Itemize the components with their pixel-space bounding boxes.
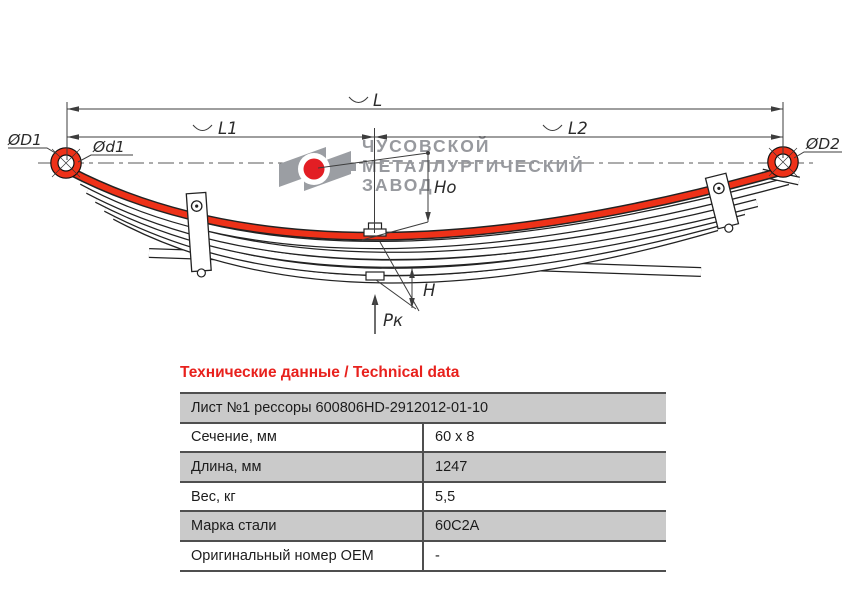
tech-data-table: Лист №1 рессоры 600806HD-2912012-01-10 С… — [180, 392, 666, 572]
table-row: Вес, кг 5,5 — [180, 480, 666, 512]
clamp-rear — [704, 172, 740, 233]
label-load-force: Рк — [383, 311, 403, 330]
factory-logo: ЧУСОВСКОЙ МЕТАЛЛУРГИЧЕСКИЙ ЗАВОД — [279, 135, 585, 195]
tech-data-title: Технические данные / Technical data — [180, 364, 460, 381]
table-row: Оригинальный номер OEM - — [180, 539, 666, 572]
row-value: 60 x 8 — [422, 421, 666, 453]
label-rear-length: L2 — [568, 119, 588, 138]
label-rear-eye-outer: ØD2 — [805, 135, 840, 153]
clamp-front — [185, 191, 212, 278]
row-label: Марка стали — [180, 510, 423, 541]
row-value: 5,5 — [422, 480, 666, 512]
table-row: Длина, мм 1247 — [180, 451, 666, 482]
logo-text-line3: ЗАВОД — [362, 175, 434, 195]
label-front-eye-inner: Ød1 — [92, 138, 125, 156]
row-label: Оригинальный номер OEM — [180, 539, 423, 572]
dimension-arrows — [67, 106, 783, 308]
table-row: Сечение, мм 60 x 8 — [180, 421, 666, 453]
row-value: 60С2А — [422, 510, 666, 541]
row-label: Вес, кг — [180, 480, 423, 512]
label-free-camber: Ho — [434, 178, 457, 197]
item-name-cell: Лист №1 рессоры 600806HD-2912012-01-10 — [180, 392, 666, 423]
row-value: - — [422, 539, 666, 572]
logo-text-line1: ЧУСОВСКОЙ — [362, 135, 490, 156]
spring-technical-drawing: ЧУСОВСКОЙ МЕТАЛЛУРГИЧЕСКИЙ ЗАВОД — [7, 91, 842, 334]
table-row: Марка стали 60С2А — [180, 510, 666, 541]
row-label: Сечение, мм — [180, 421, 423, 453]
label-overall-length: L — [373, 91, 382, 110]
logo-red-dot-icon — [303, 158, 325, 180]
row-label: Длина, мм — [180, 451, 423, 482]
front-eye — [50, 147, 82, 179]
table-row-item: Лист №1 рессоры 600806HD-2912012-01-10 — [180, 392, 666, 423]
dimension-lines — [8, 96, 842, 312]
row-value: 1247 — [422, 451, 666, 482]
label-front-length: L1 — [218, 119, 238, 138]
label-loaded-camber: H — [423, 281, 435, 300]
logo-text-line2: МЕТАЛЛУРГИЧЕСКИЙ — [362, 155, 585, 176]
label-front-eye-outer: ØD1 — [7, 131, 42, 149]
